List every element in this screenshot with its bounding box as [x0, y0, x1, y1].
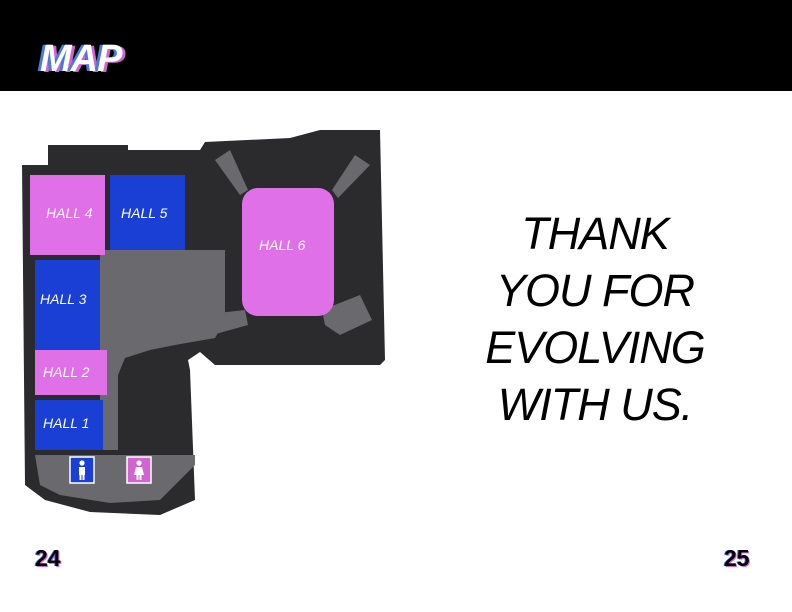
- page-title: MAP: [40, 38, 122, 80]
- venue-map-svg: HALL 4 HALL 5 HALL 3 HALL 2 HALL 1 HALL …: [22, 130, 385, 515]
- hall-3-label: HALL 3: [40, 291, 87, 307]
- hall-6-concourse: [200, 150, 372, 335]
- hall-4-label: HALL 4: [46, 205, 93, 221]
- hall-2-area: [35, 350, 107, 395]
- page-number-right: 25: [724, 545, 750, 571]
- thank-you-line-4: WITH US.: [497, 379, 693, 430]
- hall-4-area: [30, 175, 105, 255]
- hall-1-area: [35, 400, 103, 450]
- hall-6-label: HALL 6: [259, 237, 306, 253]
- thank-you-line-1: THANK: [521, 208, 670, 259]
- thank-you-line-3: EVOLVING: [485, 322, 706, 373]
- hall-6-area: [242, 188, 334, 316]
- hall-1-label: HALL 1: [43, 415, 89, 431]
- page-number-left: 24: [35, 545, 61, 571]
- central-corridor: [100, 250, 225, 450]
- women-restroom-icon: [126, 456, 152, 484]
- hall-5-label: HALL 5: [121, 205, 168, 221]
- header-bar: MAP: [0, 0, 792, 91]
- hall-5-area: [110, 175, 185, 250]
- venue-map: HALL 4 HALL 5 HALL 3 HALL 2 HALL 1 HALL …: [0, 120, 400, 530]
- thank-you-message: THANK YOU FOR EVOLVING WITH US.: [440, 205, 750, 433]
- thank-you-line-2: YOU FOR: [495, 265, 695, 316]
- men-restroom-icon: [69, 456, 95, 484]
- hall-3-area: [35, 260, 100, 350]
- hall-2-label: HALL 2: [43, 364, 90, 380]
